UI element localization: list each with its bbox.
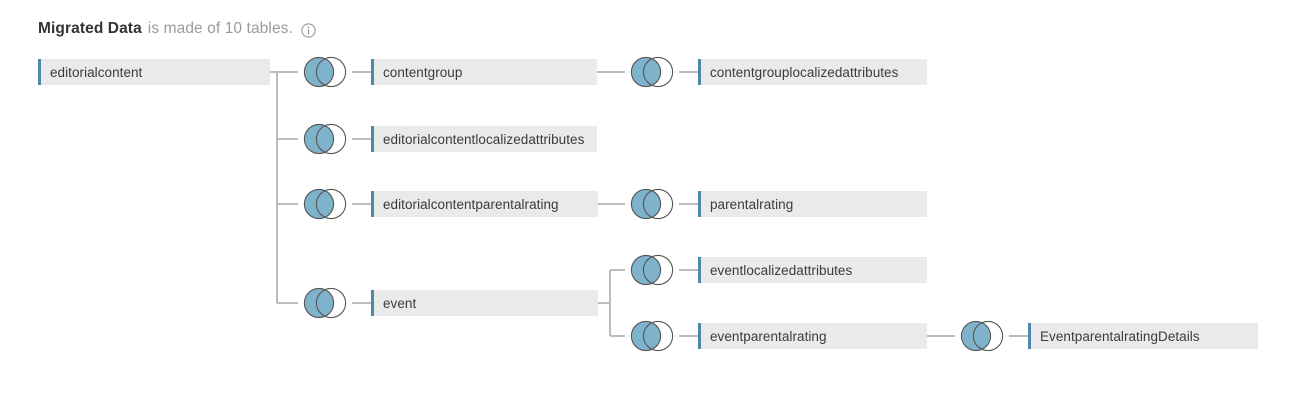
- table-label: EventparentalratingDetails: [1040, 328, 1200, 344]
- table-node-EventparentalratingDetails[interactable]: EventparentalratingDetails: [1028, 323, 1258, 349]
- left-join-venn-icon[interactable]: [625, 188, 679, 220]
- left-join-venn-icon[interactable]: [625, 254, 679, 286]
- table-node-eventparentalrating[interactable]: eventparentalrating: [698, 323, 927, 349]
- left-join-venn-icon[interactable]: [298, 188, 352, 220]
- table-node-editorialcontentlocalizedattributes[interactable]: editorialcontentlocalizedattributes: [371, 126, 597, 152]
- table-label: eventparentalrating: [710, 328, 827, 344]
- table-label: editorialcontent: [50, 64, 143, 80]
- table-label: contentgrouplocalizedattributes: [710, 64, 899, 80]
- left-join-venn-icon[interactable]: [298, 56, 352, 88]
- left-join-venn-icon[interactable]: [625, 320, 679, 352]
- pill-accent-bar: [698, 257, 701, 283]
- table-node-editorialcontent[interactable]: editorialcontent: [38, 59, 270, 85]
- pill-accent-bar: [698, 323, 701, 349]
- page-subtitle: is made of 10 tables.: [147, 20, 293, 37]
- table-node-contentgrouplocalizedattributes[interactable]: contentgrouplocalizedattributes: [698, 59, 927, 85]
- pill-accent-bar: [1028, 323, 1031, 349]
- table-node-contentgroup[interactable]: contentgroup: [371, 59, 597, 85]
- pill-accent-bar: [38, 59, 41, 85]
- left-join-venn-icon[interactable]: [298, 123, 352, 155]
- pill-accent-bar: [371, 290, 374, 316]
- page-header: Migrated Data is made of 10 tables.: [38, 20, 316, 38]
- pill-accent-bar: [371, 191, 374, 217]
- table-label: event: [383, 295, 417, 311]
- pill-accent-bar: [698, 191, 701, 217]
- info-circle-icon[interactable]: [301, 22, 316, 38]
- table-label: editorialcontentlocalizedattributes: [383, 131, 585, 147]
- table-label: eventlocalizedattributes: [710, 262, 853, 278]
- table-label: editorialcontentparentalrating: [383, 196, 559, 212]
- page-title: Migrated Data: [38, 20, 142, 37]
- left-join-venn-icon[interactable]: [625, 56, 679, 88]
- pill-accent-bar: [371, 59, 374, 85]
- table-node-event[interactable]: event: [371, 290, 598, 316]
- table-node-editorialcontentparentalrating[interactable]: editorialcontentparentalrating: [371, 191, 598, 217]
- table-node-eventlocalizedattributes[interactable]: eventlocalizedattributes: [698, 257, 927, 283]
- table-label: contentgroup: [383, 64, 463, 80]
- left-join-venn-icon[interactable]: [955, 320, 1009, 352]
- pill-accent-bar: [371, 126, 374, 152]
- table-node-parentalrating[interactable]: parentalrating: [698, 191, 927, 217]
- left-join-venn-icon[interactable]: [298, 287, 352, 319]
- pill-accent-bar: [698, 59, 701, 85]
- table-label: parentalrating: [710, 196, 794, 212]
